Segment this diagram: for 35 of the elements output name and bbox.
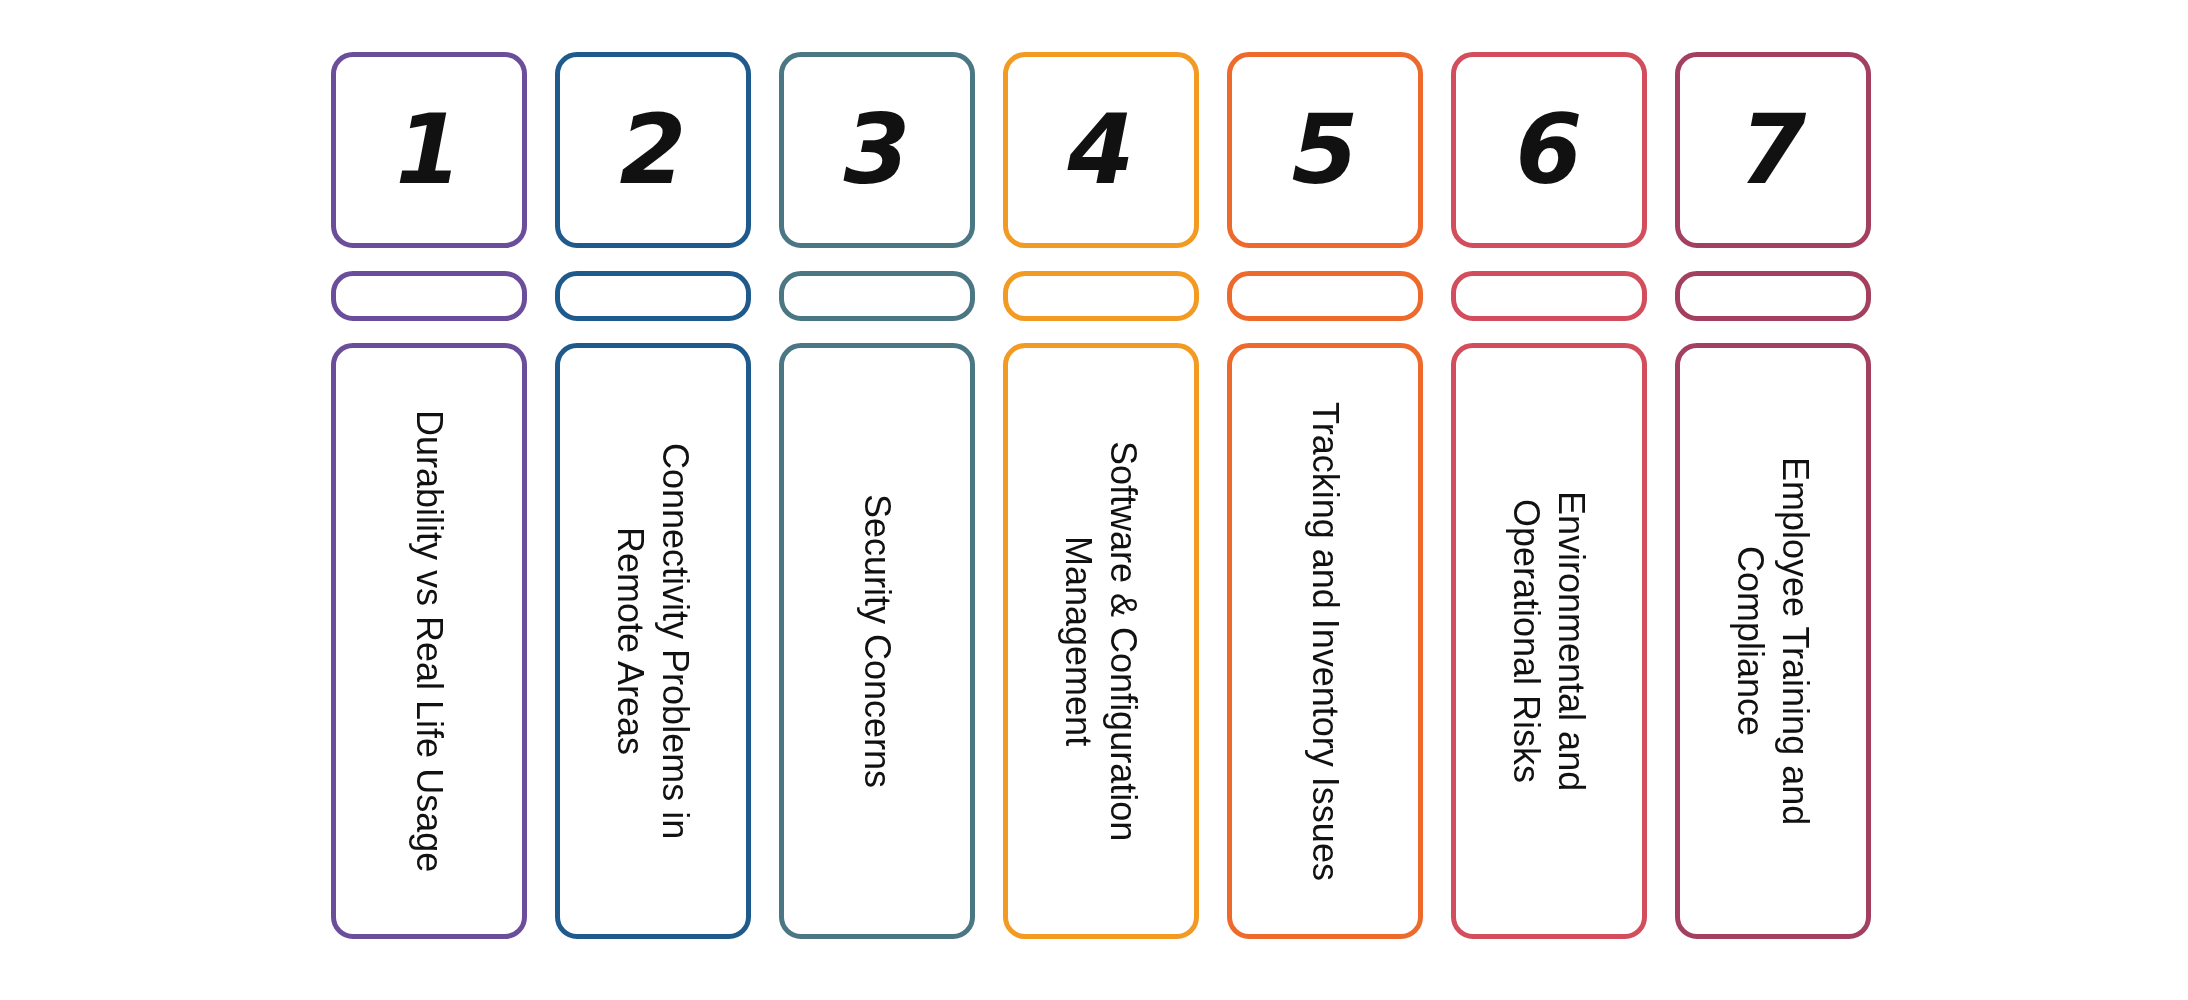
number-box — [331, 52, 527, 248]
empty-box — [331, 271, 527, 321]
step-number: 3 — [843, 94, 911, 206]
topic-label: Environmental and Operational Risks — [1505, 489, 1593, 794]
topic-label: Durability vs Real Life Usage — [407, 409, 451, 873]
empty-box — [1227, 271, 1423, 321]
number-box — [555, 52, 751, 248]
number-box — [1675, 52, 1871, 248]
empty-box — [1675, 271, 1871, 321]
topic-label: Connectivity Problems in Remote Areas — [609, 441, 697, 842]
topic-label: Tracking and Inventory Issues — [1303, 401, 1347, 881]
topic-box — [1675, 343, 1871, 939]
step-number: 6 — [1515, 94, 1583, 206]
topic-box — [555, 343, 751, 939]
empty-box — [1003, 271, 1199, 321]
topic-box — [779, 343, 975, 939]
step-number: 2 — [619, 94, 687, 206]
number-box — [1003, 52, 1199, 248]
empty-box — [555, 271, 751, 321]
topic-box — [1003, 343, 1199, 939]
topic-label: Employee Training and Compliance — [1729, 455, 1817, 828]
topic-box — [1451, 343, 1647, 939]
step-number: 1 — [395, 94, 463, 206]
number-box — [1451, 52, 1647, 248]
step-number: 5 — [1291, 94, 1359, 206]
empty-box — [779, 271, 975, 321]
topic-box — [1227, 343, 1423, 939]
number-box — [1227, 52, 1423, 248]
step-number: 4 — [1067, 94, 1135, 206]
step-number: 7 — [1739, 94, 1807, 206]
number-box — [779, 52, 975, 248]
topic-box — [331, 343, 527, 939]
empty-box — [1451, 271, 1647, 321]
topic-label: Software & Configuration Management — [1057, 439, 1145, 844]
topic-label: Security Concerns — [855, 493, 899, 789]
